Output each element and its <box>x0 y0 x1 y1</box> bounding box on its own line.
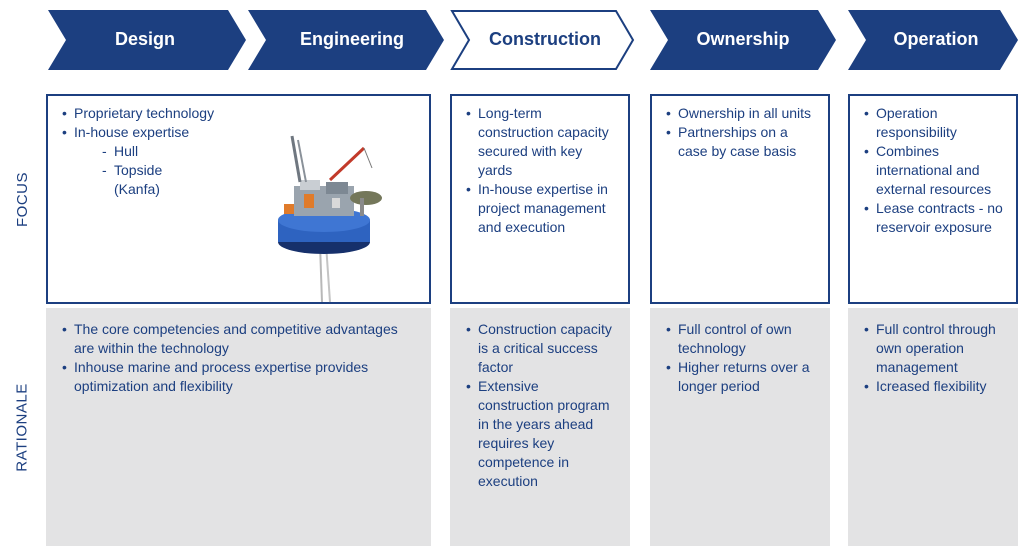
list-item: Construction capacity is a critical succ… <box>466 320 616 377</box>
sub-list-item-note: (Kanfa) <box>114 181 160 197</box>
list-item: Extensive construction program in the ye… <box>466 377 616 491</box>
sub-list-item: Topside (Kanfa) <box>102 161 302 199</box>
rationale-panel-ownership: Full control of own technology Higher re… <box>650 308 830 546</box>
list-item: Combines international and external reso… <box>864 142 1004 199</box>
list-item: Proprietary technology <box>62 104 302 123</box>
list-item: Full control through own operation manag… <box>864 320 1004 377</box>
focus-list-design-engineering: Proprietary technology In-house expertis… <box>62 104 302 199</box>
list-item: In-house expertise in project management… <box>466 180 618 237</box>
value-chain-arrows <box>48 10 1018 70</box>
list-item: The core competencies and competitive ad… <box>62 320 412 358</box>
rationale-list-operation: Full control through own operation manag… <box>864 320 1004 396</box>
list-item: Ownership in all units <box>666 104 818 123</box>
focus-list-ownership: Ownership in all units Partnerships on a… <box>666 104 818 161</box>
focus-list-operation: Operation responsibility Combines intern… <box>864 104 1004 237</box>
rationale-list-construction: Construction capacity is a critical succ… <box>466 320 616 491</box>
list-item: Icreased flexibility <box>864 377 1004 396</box>
row-label-focus-text: FOCUS <box>13 171 31 227</box>
chevron-operation <box>848 10 1018 70</box>
stage-label-design: Design <box>114 29 175 49</box>
list-item: In-house expertise Hull Topside (Kanfa) <box>62 123 302 199</box>
list-item: Inhouse marine and process expertise pro… <box>62 358 412 396</box>
list-item: Long-term construction capacity secured … <box>466 104 618 180</box>
list-item: Operation responsibility <box>864 104 1004 142</box>
chevron-design <box>48 10 246 70</box>
focus-list-construction: Long-term construction capacity secured … <box>466 104 618 237</box>
focus-box-construction: Long-term construction capacity secured … <box>450 94 630 304</box>
row-label-focus: FOCUS <box>0 94 44 304</box>
rationale-list-ownership: Full control of own technology Higher re… <box>666 320 816 396</box>
row-label-rationale: RATIONALE <box>0 308 44 546</box>
row-label-rationale-text: RATIONALE <box>13 382 31 472</box>
focus-box-operation: Operation responsibility Combines intern… <box>848 94 1018 304</box>
list-item: Lease contracts - no reservoir exposure <box>864 199 1004 237</box>
chevron-ownership <box>650 10 836 70</box>
sub-list-item: Hull <box>102 142 302 161</box>
stage-label-operation: Operation <box>893 29 979 49</box>
sub-list: Hull Topside (Kanfa) <box>74 142 302 199</box>
chevron-engineering <box>248 10 444 70</box>
rationale-panel-operation: Full control through own operation manag… <box>848 308 1018 546</box>
stage-label-engineering: Engineering <box>299 29 404 49</box>
focus-box-ownership: Ownership in all units Partnerships on a… <box>650 94 830 304</box>
list-item: Higher returns over a longer period <box>666 358 816 396</box>
list-item: Full control of own technology <box>666 320 816 358</box>
stage-label-ownership: Ownership <box>696 29 790 49</box>
stage-label-construction: Construction <box>489 29 601 49</box>
chevron-construction <box>450 10 635 70</box>
list-item: Partnerships on a case by case basis <box>666 123 818 161</box>
floating-production-platform-icon <box>278 135 382 303</box>
rationale-panel-construction: Construction capacity is a critical succ… <box>450 308 630 546</box>
rationale-panel-design-engineering: The core competencies and competitive ad… <box>46 308 431 546</box>
focus-box-design-engineering: Proprietary technology In-house expertis… <box>46 94 431 304</box>
sub-list-item-text: Topside <box>114 162 163 178</box>
list-item-text: In-house expertise <box>74 124 190 140</box>
rationale-list-design-engineering: The core competencies and competitive ad… <box>62 320 412 396</box>
